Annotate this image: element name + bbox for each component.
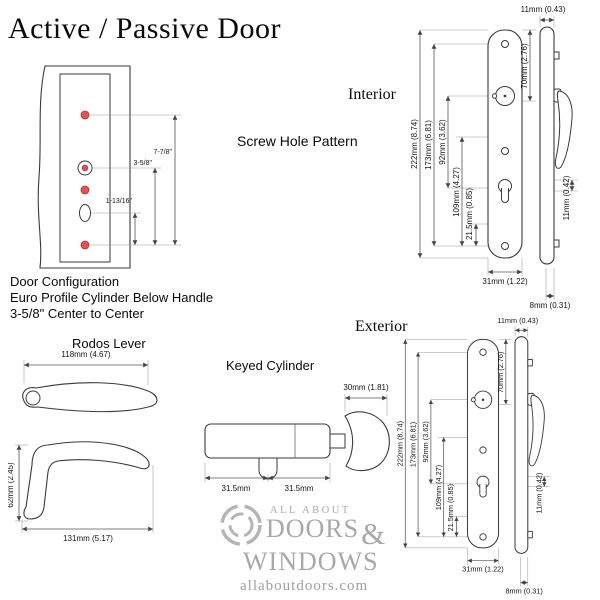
screw-pattern-caption: Screw Hole Pattern <box>237 133 358 149</box>
lever-label: Rodos Lever <box>72 336 146 351</box>
door-config-line2: Euro Profile Cylinder Below Handle <box>10 289 214 305</box>
interior-dim-11-side: 11mm (0.42) <box>562 175 571 220</box>
exterior-dim-70: 70mm (2.76) <box>496 352 505 393</box>
interior-plate <box>487 29 523 259</box>
exterior-dim-21-5: 21.5mm (0.85) <box>446 484 455 531</box>
exterior-dim-8: 8mm (0.31) <box>505 587 542 596</box>
door-config-line3: 3-5/8" Center to Center <box>10 305 144 321</box>
interior-dim-21-5: 21.5mm (0.85) <box>465 188 474 240</box>
dimension-lines <box>204 394 388 482</box>
dim-3-58: 3-5/8" <box>134 160 153 167</box>
lever-dim-131: 131mm (5.17) <box>63 534 113 543</box>
watermark-url: allaboutdoors.com <box>240 578 369 594</box>
door-configuration: Door Configuration Euro Profile Cylinder… <box>10 274 213 322</box>
cylinder-dim-left: 31.5mm <box>222 484 251 493</box>
exterior-diagram: 222mm (8.74) 173mm (6.81) 92mm (3.62) 10… <box>396 316 550 596</box>
watermark-ampersand: & <box>361 516 386 551</box>
lever-side-view <box>23 441 150 520</box>
dim-7-78: 7-7/8" <box>154 149 173 156</box>
exterior-dim-11-top: 11mm (0.43) <box>497 316 538 325</box>
cylinder-label: Keyed Cylinder <box>226 358 315 373</box>
lever-top-view <box>22 382 158 413</box>
interior-lever-profile <box>554 90 573 169</box>
dimension-lines <box>403 328 547 585</box>
interior-dim-222: 222mm (8.74) <box>410 119 419 169</box>
interior-dim-109: 109mm (4.27) <box>452 167 461 217</box>
spindle-center <box>81 164 89 172</box>
cylinder-body <box>204 411 390 480</box>
exterior-dim-11-side: 11mm (0.42) <box>535 473 544 514</box>
dimension-lines <box>15 360 154 533</box>
dim-1-1316: 1-13/16" <box>106 198 133 205</box>
dimension-lines <box>417 17 575 299</box>
interior-dim-8: 8mm (0.31) <box>530 301 571 310</box>
watermark-doors-text: DOORS <box>266 514 360 543</box>
cylinder-dim-30: 30mm (1.81) <box>343 383 389 392</box>
interior-label: Interior <box>348 86 396 103</box>
watermark-all-about: ALL ABOUT <box>270 505 351 516</box>
interior-side-profile <box>539 26 573 265</box>
exterior-dim-109: 109mm (4.27) <box>434 465 443 510</box>
lever-diagram: 118mm (4.67) 62mm (2.45) 131mm (5.17) <box>8 350 158 543</box>
dimension-lines <box>90 114 181 246</box>
interior-dim-173: 173mm (6.81) <box>424 120 433 170</box>
interior-dim-11-top: 11mm (0.43) <box>521 5 566 14</box>
exterior-dim-92: 92mm (3.62) <box>421 421 430 462</box>
exterior-plate <box>466 338 500 549</box>
watermark-doors: DOORS & <box>266 516 385 552</box>
exterior-dim-31: 31mm (1.22) <box>462 565 503 574</box>
interior-dim-92: 92mm (3.62) <box>438 119 447 165</box>
interior-plate-features <box>491 40 515 250</box>
exterior-side-profile <box>514 336 545 554</box>
exterior-dim-173: 173mm (6.81) <box>408 422 417 467</box>
screw-hole-bottom <box>80 240 90 250</box>
lever-dim-118: 118mm (4.67) <box>61 350 111 359</box>
cylinder-hole <box>79 204 91 222</box>
door-config-line1: Door Configuration <box>10 274 120 289</box>
interior-dim-31: 31mm (1.22) <box>482 277 528 286</box>
interior-dim-70: 70mm (2.76) <box>520 43 529 89</box>
exterior-label: Exterior <box>355 318 408 335</box>
watermark-logo <box>220 504 262 546</box>
thumbturn-knob <box>344 411 390 472</box>
exterior-plate-features <box>470 348 493 541</box>
page-title: Active / Passive Door <box>8 12 281 45</box>
exterior-lever-profile <box>528 394 545 467</box>
screw-hole-mid <box>80 185 90 195</box>
watermark-windows: WINDOWS <box>243 547 379 576</box>
cylinder-dim-right: 31.5mm <box>285 484 314 493</box>
exterior-dim-222: 222mm (8.74) <box>396 421 405 466</box>
screw-hole-top <box>80 110 90 120</box>
interior-diagram: 222mm (8.74) 173mm (6.81) 92mm (3.62) 10… <box>410 5 578 310</box>
lever-dim-62: 62mm (2.45) <box>8 462 15 508</box>
cylinder-diagram: 30mm (1.81) 31.5mm 31.5mm <box>204 383 390 493</box>
screw-hole-pattern-diagram: 7-7/8" 3-5/8" 1-13/16" <box>37 65 181 269</box>
